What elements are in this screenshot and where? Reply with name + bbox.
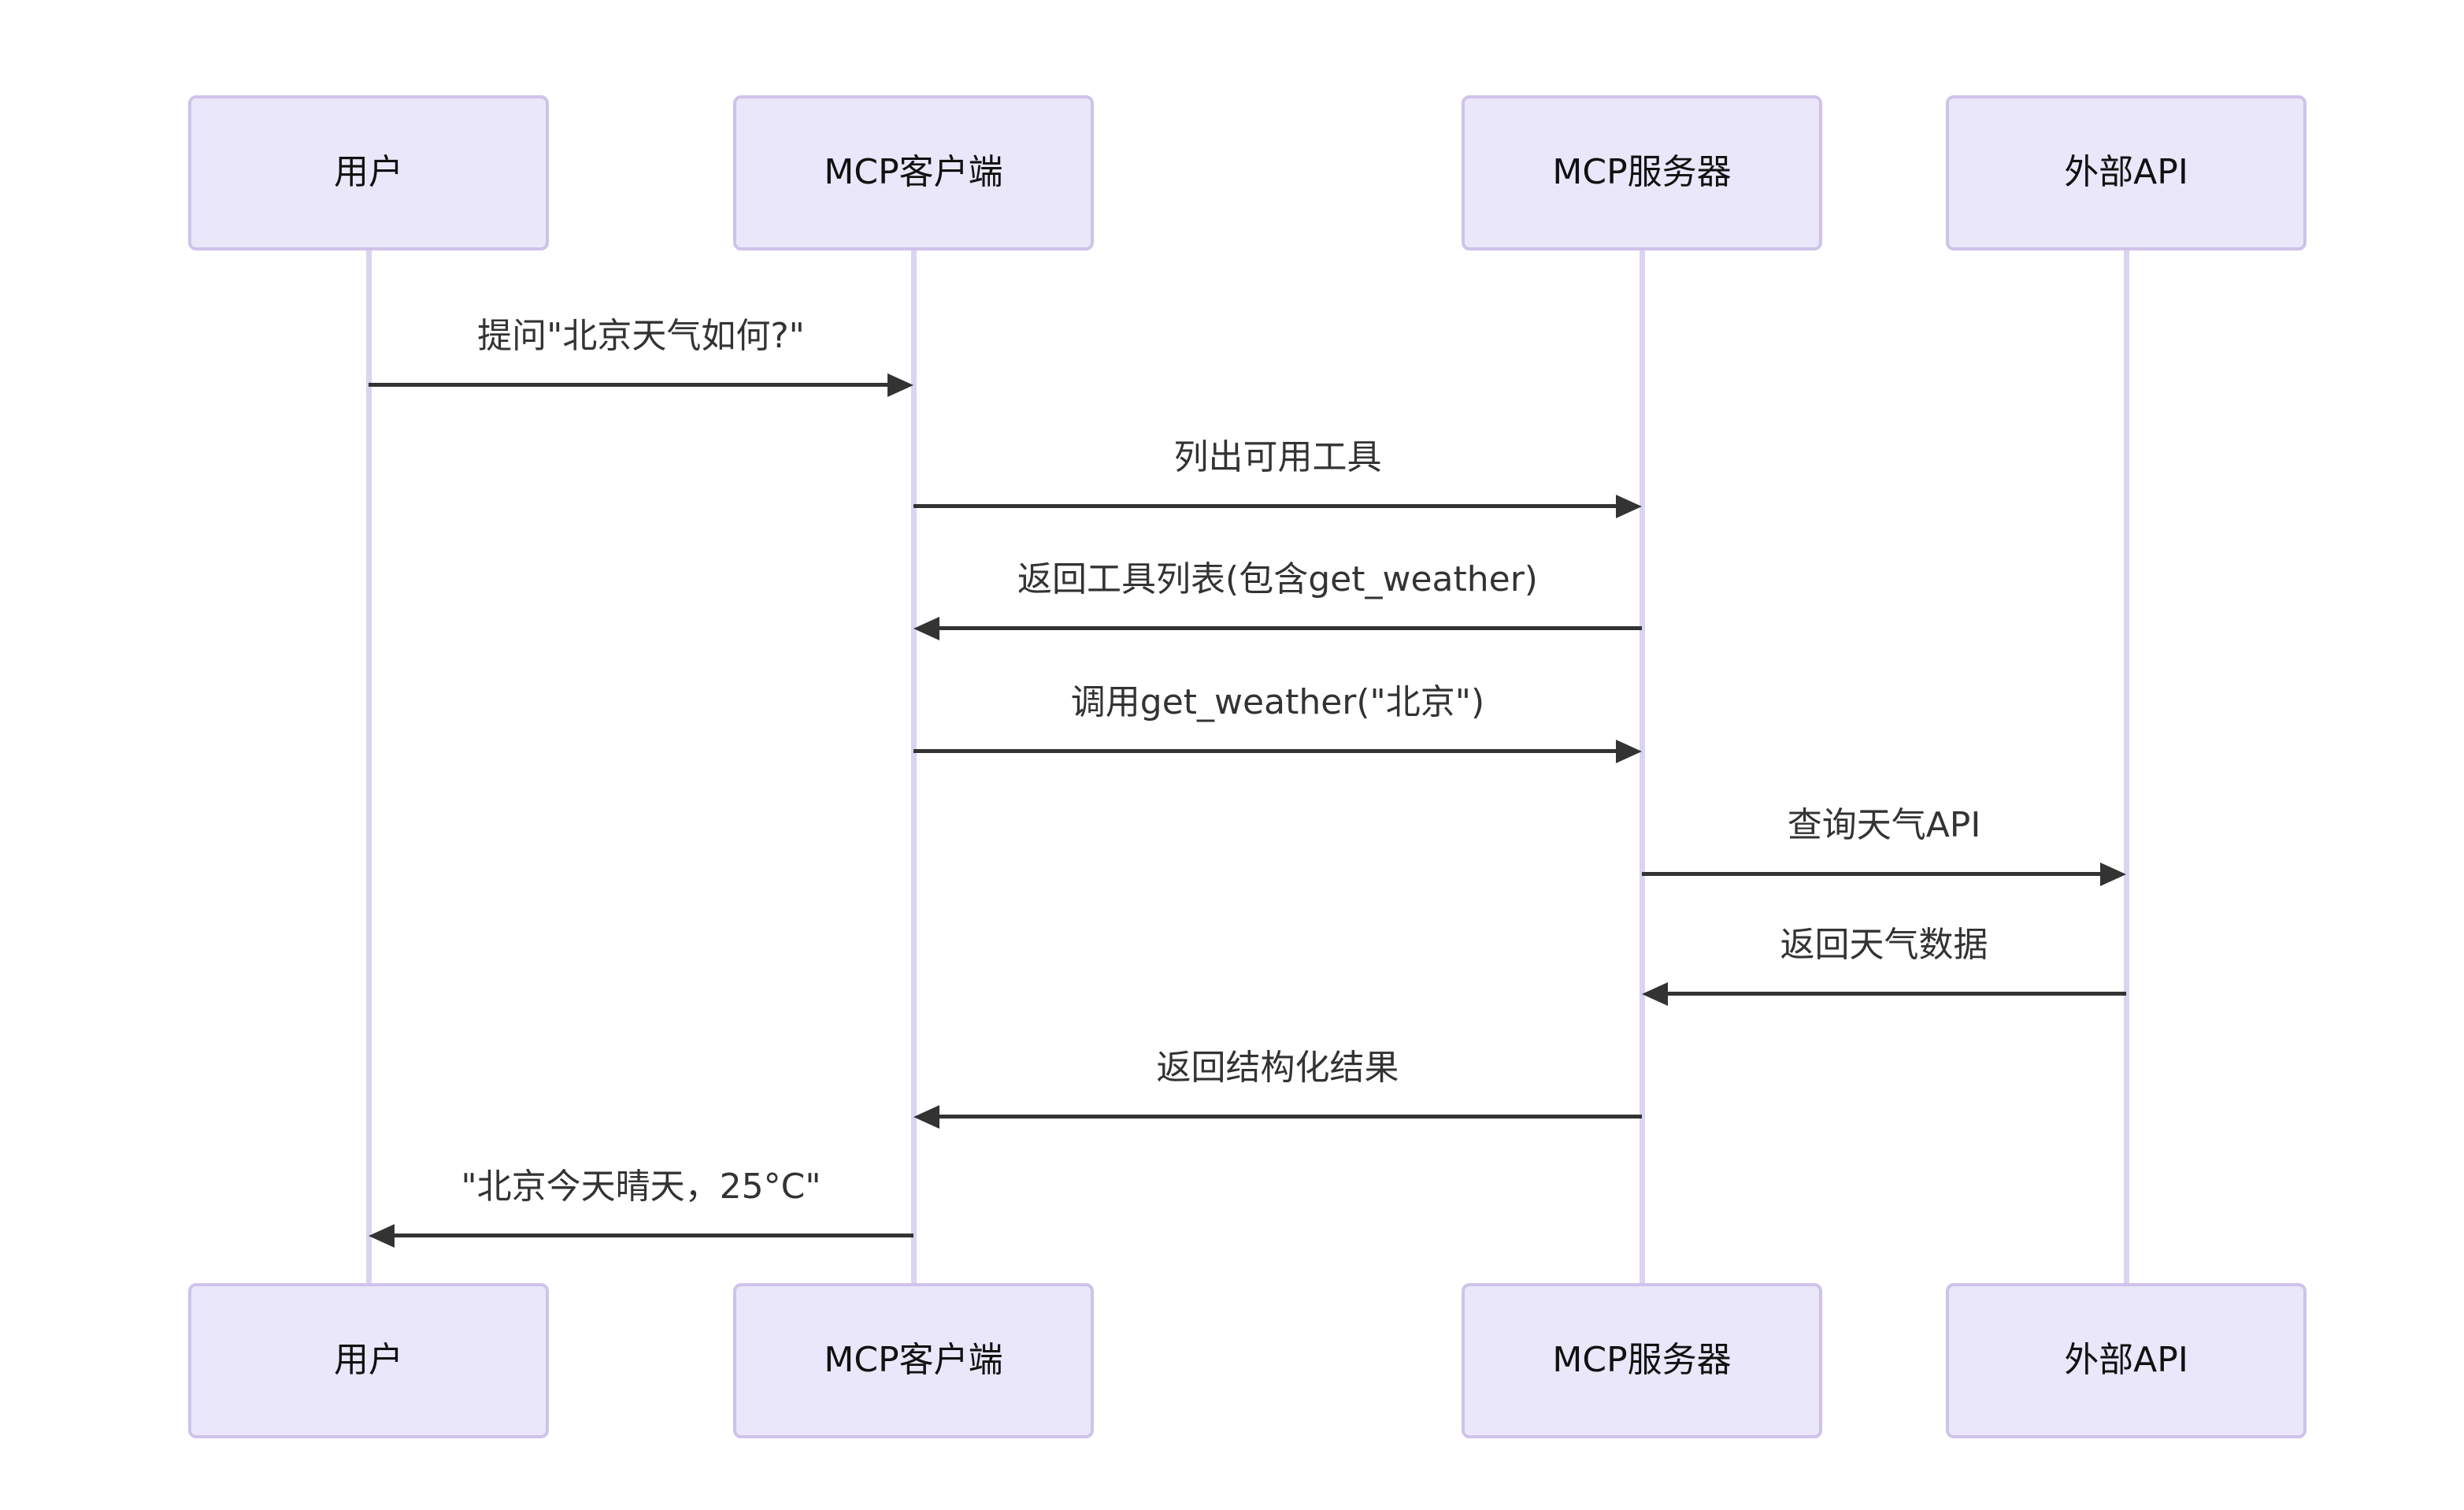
message-label: 返回天气数据 <box>1780 925 1988 965</box>
message-line <box>1642 872 2103 876</box>
actor-label-api: 外部API <box>2064 1340 2188 1381</box>
message-line <box>1665 992 2126 996</box>
actor-label-client: MCP客户端 <box>824 1340 1003 1381</box>
lifeline-server <box>1640 249 1645 1285</box>
message-line <box>913 749 1619 753</box>
message-label: 调用get_weather("北京") <box>1070 682 1485 722</box>
actor-box-user-top: 用户 <box>188 95 549 250</box>
actor-box-client-bottom: MCP客户端 <box>733 1283 1094 1438</box>
message-arrowhead <box>1642 982 1668 1006</box>
message-line <box>391 1234 913 1237</box>
message-arrowhead <box>1616 740 1642 763</box>
lifeline-client <box>911 249 917 1285</box>
actor-box-client-top: MCP客户端 <box>733 95 1094 250</box>
message-line <box>369 383 891 387</box>
message-arrowhead <box>1616 495 1642 518</box>
message-line <box>913 504 1619 508</box>
message-label: "北京今天晴天，25°C" <box>461 1167 821 1207</box>
actor-label-api: 外部API <box>2064 152 2188 193</box>
message-line <box>936 1115 1642 1119</box>
message-arrowhead <box>913 1105 939 1129</box>
message-label: 提问"北京天气如何?" <box>477 316 805 356</box>
actor-box-server-bottom: MCP服务器 <box>1462 1283 1822 1438</box>
actor-box-server-top: MCP服务器 <box>1462 95 1822 250</box>
actor-label-client: MCP客户端 <box>824 152 1003 193</box>
message-label: 查询天气API <box>1787 805 1981 845</box>
actor-box-api-top: 外部API <box>1946 95 2307 250</box>
message-label: 返回结构化结果 <box>1156 1048 1399 1088</box>
actor-box-api-bottom: 外部API <box>1946 1283 2307 1438</box>
message-label: 列出可用工具 <box>1173 437 1382 477</box>
actor-label-user: 用户 <box>334 1340 403 1381</box>
actor-label-server: MCP服务器 <box>1552 152 1732 193</box>
message-label: 返回工具列表(包含get_weather) <box>1017 559 1538 599</box>
message-arrowhead <box>2100 863 2126 886</box>
message-arrowhead <box>887 373 913 397</box>
message-arrowhead <box>913 617 939 640</box>
lifeline-api <box>2124 249 2129 1285</box>
actor-box-user-bottom: 用户 <box>188 1283 549 1438</box>
message-line <box>936 626 1642 630</box>
actor-label-server: MCP服务器 <box>1552 1340 1732 1381</box>
lifeline-user <box>366 249 372 1285</box>
actor-label-user: 用户 <box>334 152 403 193</box>
message-arrowhead <box>369 1224 395 1248</box>
